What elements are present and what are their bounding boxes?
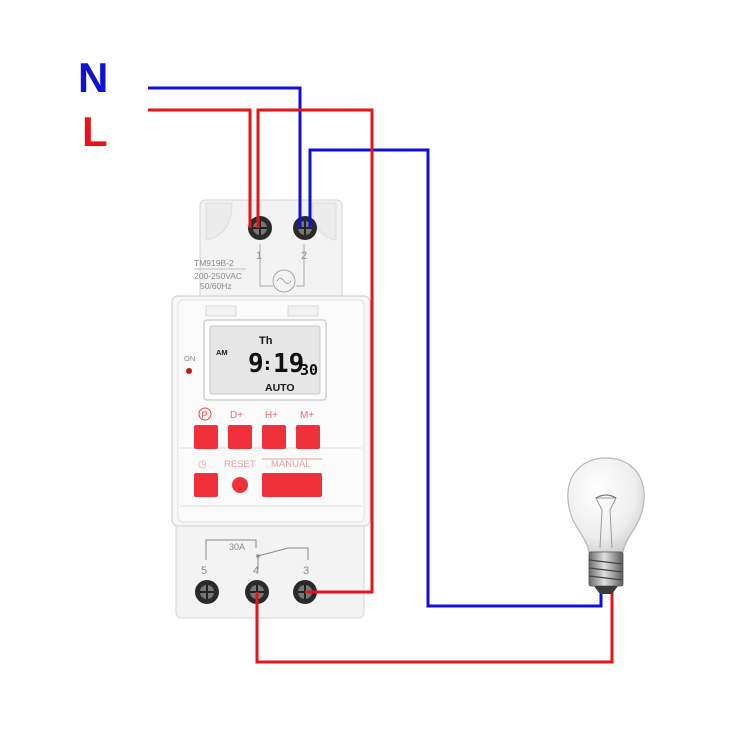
- bulb-filament: [595, 497, 617, 549]
- lcd-minutes: 19: [273, 349, 304, 379]
- light-bulb-icon: [567, 457, 645, 594]
- screw-terminal-5[interactable]: [195, 580, 219, 604]
- supply-symbol-lines: [259, 244, 305, 287]
- motor-symbol: [272, 269, 296, 293]
- day-plus-label: D+: [230, 410, 243, 421]
- reset-label: RESET: [224, 459, 256, 470]
- filament-coil: [595, 494, 617, 499]
- frequency-label: 50/60Hz: [200, 281, 232, 291]
- bulb-glass: [567, 457, 645, 553]
- screw-terminal-2[interactable]: [293, 216, 317, 240]
- cover-tab-right: [287, 305, 319, 317]
- voltage-label: 200-250VAC: [194, 271, 242, 281]
- neutral-wire-supply: [148, 86, 302, 228]
- live-label: L: [82, 108, 108, 155]
- terminal-number-5: 5: [201, 565, 207, 577]
- neutral-wire-lamp: [308, 148, 603, 608]
- ac-wave-icon: [276, 278, 292, 284]
- minute-plus-button[interactable]: [296, 425, 320, 449]
- program-button[interactable]: [194, 425, 218, 449]
- day-plus-button[interactable]: [228, 425, 252, 449]
- program-icon: [198, 407, 212, 421]
- manual-label: MANUAL: [271, 459, 311, 470]
- on-indicator-led: [186, 368, 192, 374]
- clock-button[interactable]: [194, 473, 218, 497]
- terminal-number-3: 3: [303, 565, 309, 577]
- model-label: TM919B-2: [194, 258, 234, 268]
- live-wire-loop: [256, 108, 374, 594]
- lcd-screen: [209, 325, 321, 395]
- relay-pivot: [256, 554, 260, 558]
- din-clip-notch: [205, 202, 233, 241]
- relay-contact-lines: [205, 539, 309, 570]
- bottom-terminal-block: [175, 525, 365, 619]
- timer-device: TM919B-2 200-250VAC 50/60Hz 1 2 Th AM 9 …: [171, 199, 371, 619]
- lcd-am-pm: AM: [216, 348, 228, 357]
- clock-icon: ◷: [198, 459, 207, 470]
- reset-button[interactable]: [232, 477, 248, 493]
- screw-terminal-1[interactable]: [248, 216, 272, 240]
- lcd-seconds: 30: [300, 361, 318, 379]
- neutral-label: N: [78, 54, 108, 101]
- hour-plus-label: H+: [265, 410, 278, 421]
- minute-plus-label: M+: [300, 410, 314, 421]
- lcd-hours: 9: [248, 349, 264, 379]
- relay-rating: 30A: [229, 542, 245, 552]
- cover-tab-left: [205, 305, 237, 317]
- lcd-day: Th: [259, 335, 273, 347]
- manual-button[interactable]: [262, 473, 322, 497]
- wires: [148, 86, 614, 664]
- switched-live-wire: [255, 592, 614, 664]
- lcd-colon: :: [262, 354, 273, 375]
- on-label: ON: [184, 354, 195, 363]
- terminal-number-1: 1: [256, 250, 262, 262]
- din-clip-notch-right: [311, 202, 337, 241]
- terminal-number-4: 4: [253, 565, 259, 577]
- program-label: P: [202, 410, 208, 420]
- hour-plus-button[interactable]: [262, 425, 286, 449]
- lcd-mode: AUTO: [265, 382, 295, 394]
- live-wire-supply: [148, 108, 252, 228]
- bulb-contact: [594, 586, 618, 594]
